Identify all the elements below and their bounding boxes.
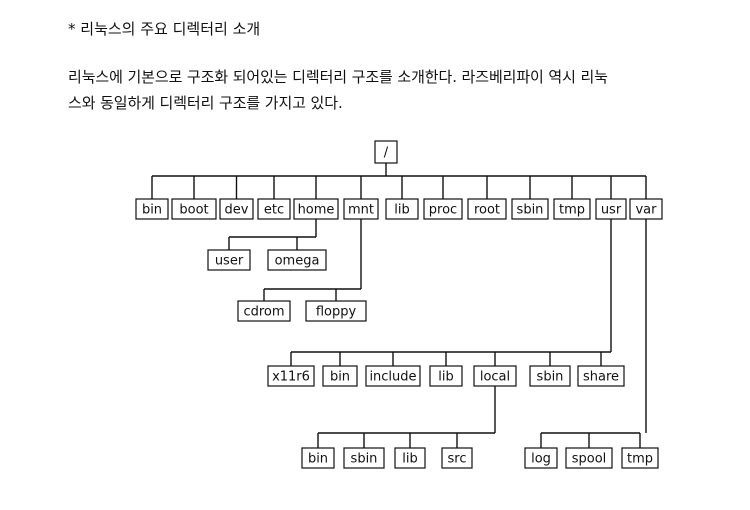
dir-usr-x11r6: x11r6 bbox=[267, 365, 315, 387]
dir-sbin-label: sbin bbox=[517, 203, 544, 218]
dir-lib-label: lib bbox=[394, 203, 409, 218]
dir-usr-x11r6-label: x11r6 bbox=[272, 370, 310, 385]
dir-tmp-label: tmp bbox=[559, 203, 585, 218]
dir-usr-x11r6-box bbox=[267, 365, 315, 387]
dir-dev: dev bbox=[219, 198, 254, 220]
dir-home-omega-label: omega bbox=[275, 254, 320, 269]
dir-root-box bbox=[467, 198, 507, 220]
dir-dev-box bbox=[219, 198, 254, 220]
dir-local-sbin-label: sbin bbox=[351, 452, 378, 467]
dir-home-user-label: user bbox=[215, 254, 244, 269]
dir-sbin: sbin bbox=[511, 198, 549, 220]
dir-etc-label: etc bbox=[264, 203, 284, 218]
dir-usr-bin: bin bbox=[322, 365, 358, 387]
root-dir-label: / bbox=[384, 146, 389, 161]
dir-usr-sbin: sbin bbox=[529, 365, 571, 387]
dir-boot: boot bbox=[171, 198, 217, 220]
dir-boot-label: boot bbox=[179, 203, 208, 218]
dir-usr-local-label: local bbox=[480, 370, 510, 385]
dir-local-bin: bin bbox=[301, 447, 335, 469]
dir-mnt-cdrom-label: cdrom bbox=[243, 305, 284, 320]
dir-usr-lib-label: lib bbox=[438, 370, 453, 385]
dir-proc-box bbox=[423, 198, 463, 220]
dir-home-user: user bbox=[207, 249, 251, 271]
dir-tmp-box bbox=[553, 198, 591, 220]
paragraph-line-1: 리눅스에 기본으로 구조화 되어있는 디렉터리 구조를 소개한다. 라즈베리파이… bbox=[68, 68, 608, 86]
dir-usr-include-box bbox=[365, 365, 421, 387]
dir-usr-sbin-label: sbin bbox=[537, 370, 564, 385]
dir-bin: bin bbox=[135, 198, 169, 220]
dir-mnt-label: mnt bbox=[348, 203, 374, 218]
dir-mnt: mnt bbox=[343, 198, 379, 220]
dir-mnt-cdrom-box bbox=[237, 300, 291, 322]
dir-mnt-cdrom: cdrom bbox=[237, 300, 291, 322]
dir-local-bin-box bbox=[301, 447, 335, 469]
dir-local-sbin-box bbox=[343, 447, 385, 469]
dir-var-log: log bbox=[524, 447, 558, 469]
dir-usr-lib: lib bbox=[429, 365, 463, 387]
dir-root-label: root bbox=[474, 203, 500, 218]
dir-usr-include: include bbox=[365, 365, 421, 387]
dir-proc-label: proc bbox=[429, 203, 457, 218]
dir-var-spool: spool bbox=[565, 447, 613, 469]
dir-root: root bbox=[467, 198, 507, 220]
root-dir: / bbox=[374, 140, 398, 164]
dir-proc: proc bbox=[423, 198, 463, 220]
dir-local-lib-box bbox=[394, 447, 426, 469]
dir-mnt-floppy: floppy bbox=[305, 300, 367, 322]
dir-usr-share-box bbox=[577, 365, 625, 387]
dir-local-sbin: sbin bbox=[343, 447, 385, 469]
dir-local-lib-label: lib bbox=[402, 452, 417, 467]
dir-usr-bin-box bbox=[322, 365, 358, 387]
dir-sbin-box bbox=[511, 198, 549, 220]
dir-usr-label: usr bbox=[601, 203, 622, 218]
dir-tmp: tmp bbox=[553, 198, 591, 220]
dir-var-spool-label: spool bbox=[572, 452, 607, 467]
dir-mnt-floppy-label: floppy bbox=[316, 305, 357, 320]
intro-paragraph: 리눅스에 기본으로 구조화 되어있는 디렉터리 구조를 소개한다. 라즈베리파이… bbox=[68, 64, 728, 116]
dir-usr-sbin-box bbox=[529, 365, 571, 387]
dir-etc-box bbox=[257, 198, 291, 220]
dir-var: var bbox=[629, 198, 663, 220]
dir-local-src: src bbox=[441, 447, 473, 469]
dir-bin-label: bin bbox=[142, 203, 162, 218]
dir-local-src-box bbox=[441, 447, 473, 469]
dir-local-src-label: src bbox=[448, 452, 467, 467]
dir-home: home bbox=[293, 198, 339, 220]
dir-usr: usr bbox=[595, 198, 627, 220]
dir-boot-box bbox=[171, 198, 217, 220]
dir-usr-share: share bbox=[577, 365, 625, 387]
dir-usr-include-label: include bbox=[369, 370, 416, 385]
dir-dev-label: dev bbox=[225, 203, 249, 218]
dir-etc: etc bbox=[257, 198, 291, 220]
dir-local-lib: lib bbox=[394, 447, 426, 469]
dir-mnt-floppy-box bbox=[305, 300, 367, 322]
dir-lib: lib bbox=[385, 198, 419, 220]
dir-home-label: home bbox=[298, 203, 335, 218]
dir-local-bin-label: bin bbox=[308, 452, 328, 467]
dir-usr-bin-label: bin bbox=[330, 370, 350, 385]
dir-bin-box bbox=[135, 198, 169, 220]
dir-usr-lib-box bbox=[429, 365, 463, 387]
dir-var-tmp-label: tmp bbox=[627, 452, 653, 467]
dir-var-tmp-box bbox=[621, 447, 659, 469]
dir-var-spool-box bbox=[565, 447, 613, 469]
dir-var-tmp: tmp bbox=[621, 447, 659, 469]
dir-home-user-box bbox=[207, 249, 251, 271]
dir-usr-share-label: share bbox=[583, 370, 619, 385]
section-heading: * 리눅스의 주요 디렉터리 소개 bbox=[68, 20, 261, 38]
dir-home-omega: omega bbox=[267, 249, 327, 271]
dir-var-label: var bbox=[635, 203, 657, 218]
dir-var-log-box bbox=[524, 447, 558, 469]
dir-var-log-label: log bbox=[531, 452, 551, 467]
dir-home-omega-box bbox=[267, 249, 327, 271]
dir-usr-local: local bbox=[473, 365, 517, 387]
dir-lib-box bbox=[385, 198, 419, 220]
paragraph-line-2: 스와 동일하게 디렉터리 구조를 가지고 있다. bbox=[68, 94, 343, 112]
